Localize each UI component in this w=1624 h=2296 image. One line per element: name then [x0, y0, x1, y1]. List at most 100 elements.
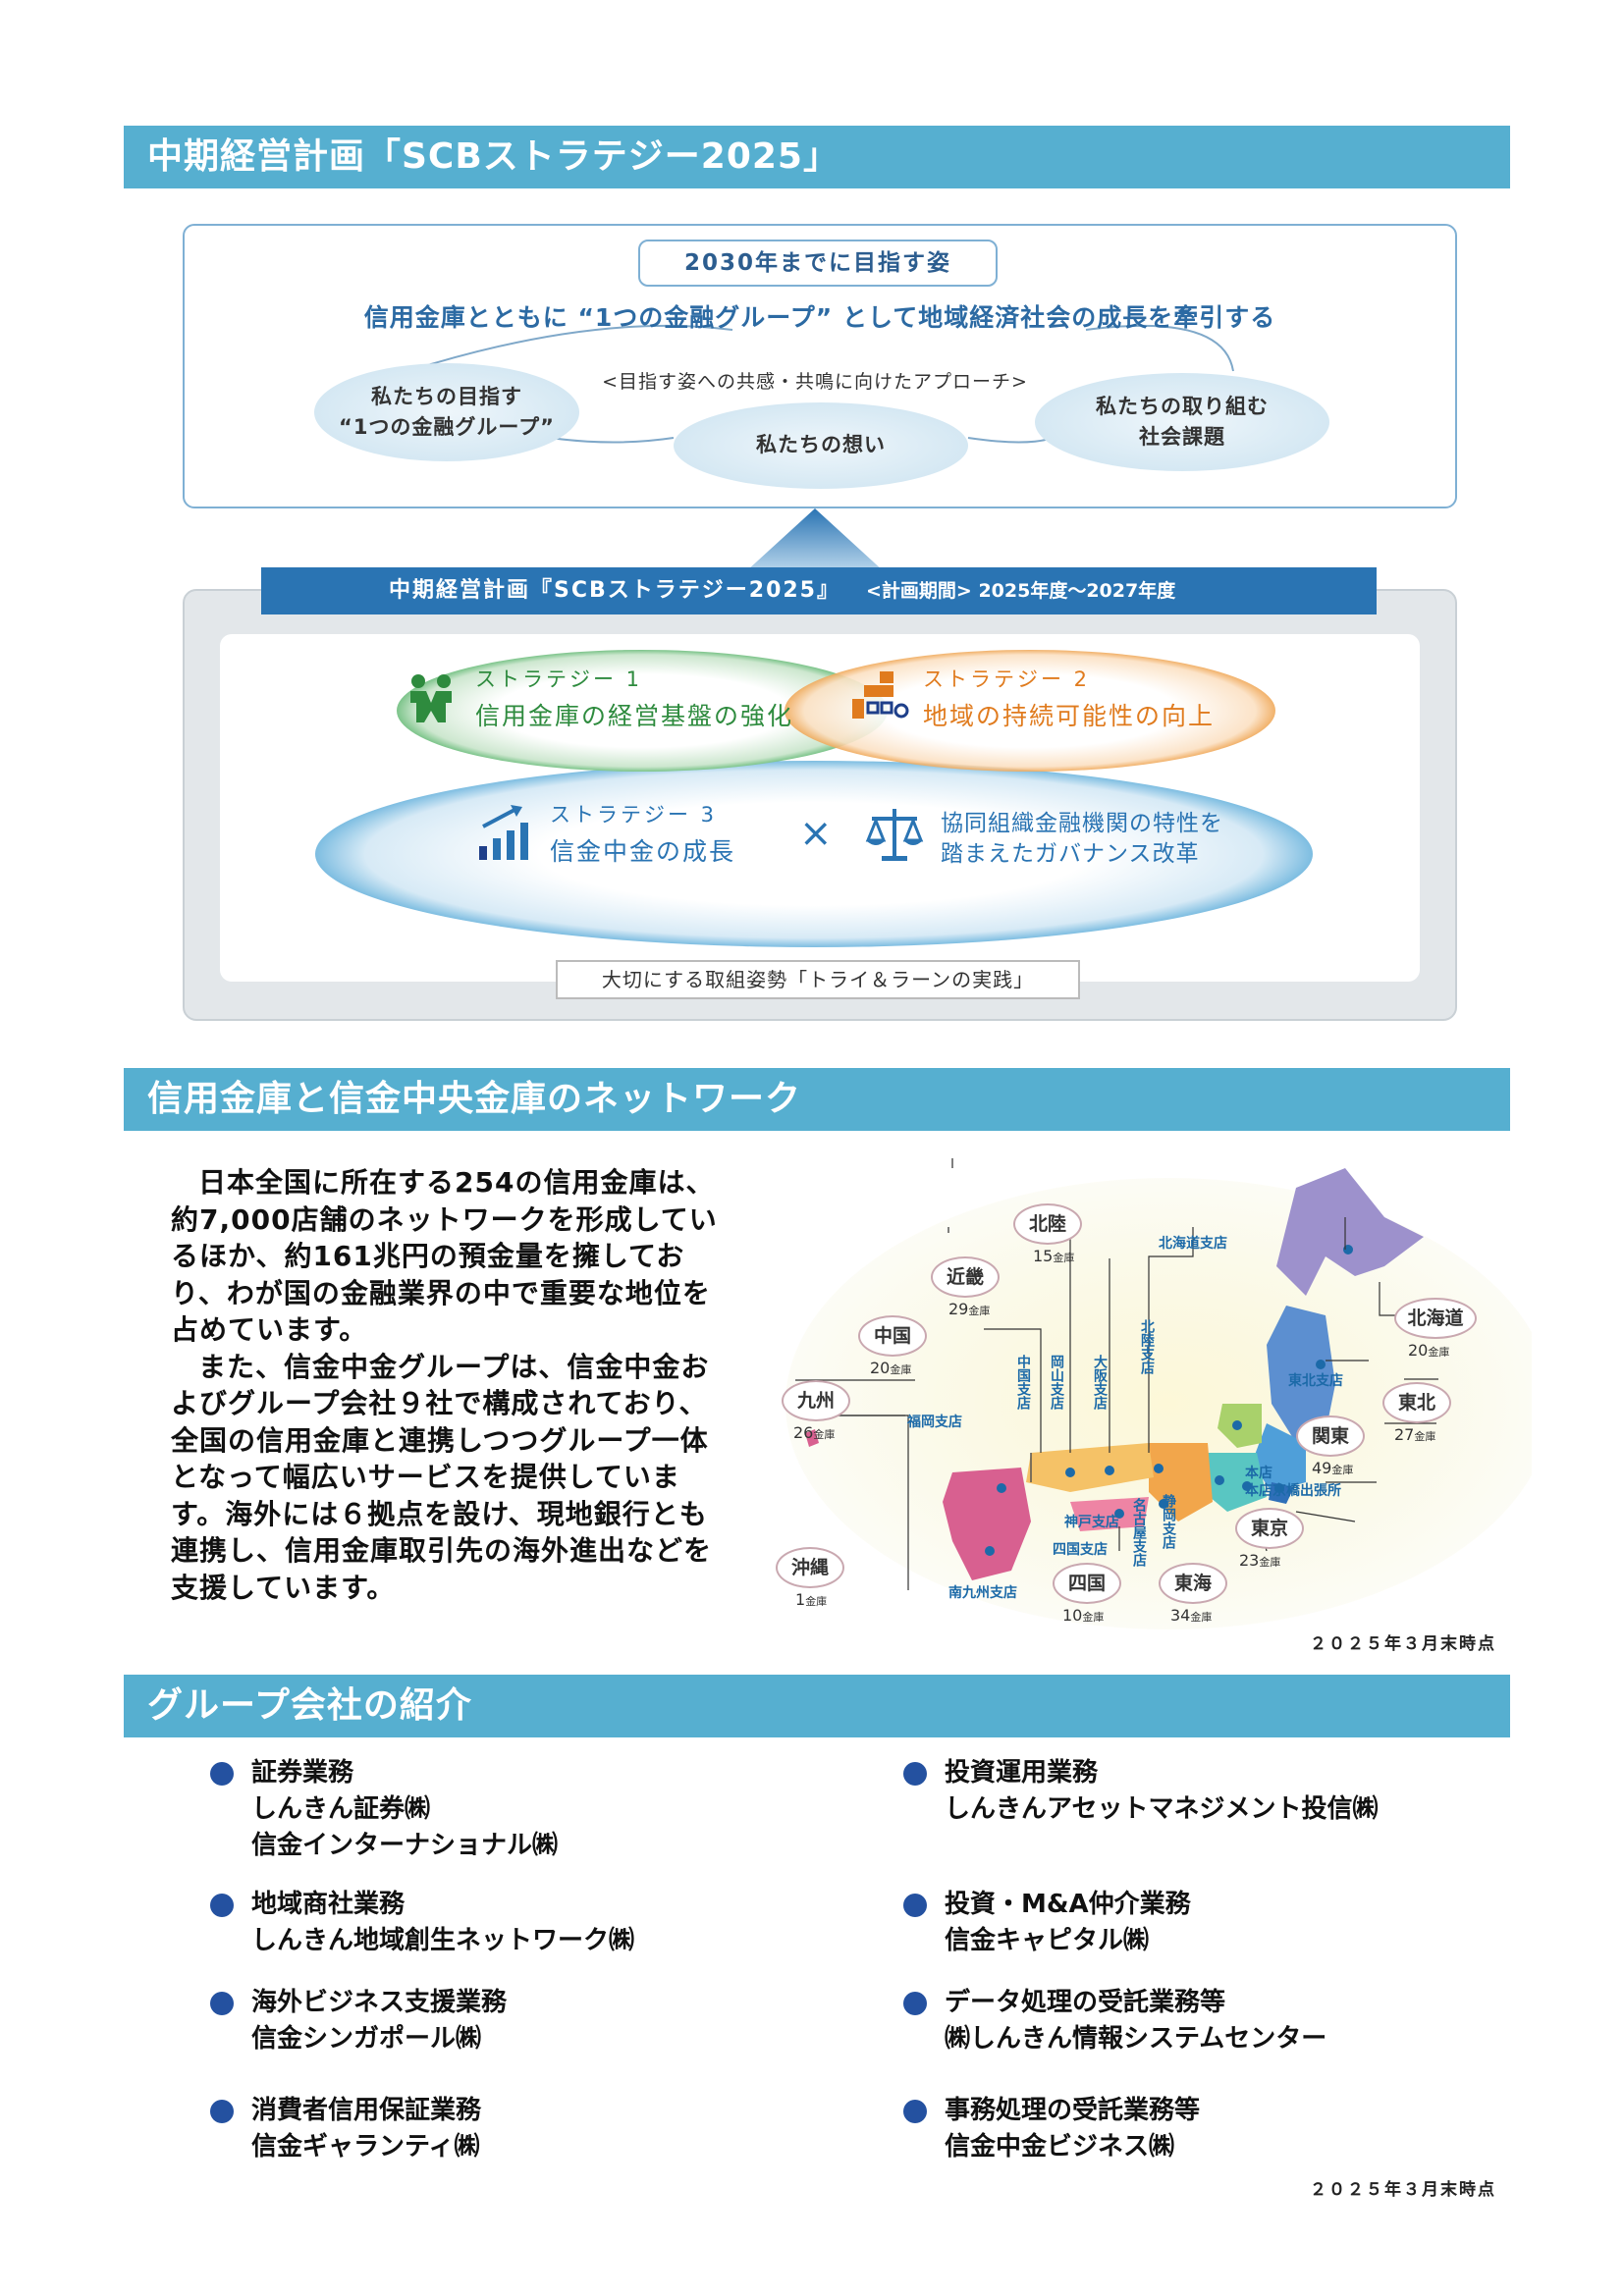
branch-fukuoka: 福岡支店 — [907, 1415, 962, 1430]
region-kanto: 関東 — [1296, 1415, 1365, 1457]
strategy1-ellipse — [397, 650, 888, 772]
kanto-shape — [1252, 1423, 1306, 1492]
bullet-icon — [210, 1992, 234, 2015]
region-hokuriku: 北陸 — [1013, 1203, 1082, 1245]
company-name: 信金キャピタル㈱ — [945, 1926, 1150, 1955]
practice-tab: 大切にする取組姿勢「トライ＆ラーンの実践」 — [556, 960, 1080, 999]
region-kinki: 近畿 — [931, 1256, 1000, 1298]
governance-text: 協同組織金融機関の特性を 踏まえたガバナンス改革 — [941, 811, 1223, 867]
company-name: 信金ギャランティ㈱ — [251, 2132, 480, 2162]
group-office-processing: 事務処理の受託業務等 信金中金ビジネス㈱ — [903, 2093, 1201, 2165]
network-paragraph-1: 日本全国に所在する254の信用金庫は、約7,000店舗のネットワークを形成してい… — [171, 1166, 718, 1346]
section-title-network: 信用金庫と信金中央金庫のネットワーク — [124, 1068, 1510, 1131]
branch-hokkaido: 北海道支店 — [1159, 1236, 1227, 1252]
network-description: 日本全国に所在する254の信用金庫は、約7,000店舗のネットワークを形成してい… — [171, 1164, 729, 1606]
region-tokai: 東海 — [1159, 1563, 1227, 1604]
chugoku-shape — [1026, 1443, 1154, 1492]
tokai-shape — [1198, 1453, 1267, 1512]
strategy-ellipses — [315, 650, 1313, 947]
count-kinki: 29金庫 — [948, 1300, 991, 1318]
strategy2-label: ストラテジー 2 — [923, 667, 1091, 691]
count-tokyo: 23金庫 — [1239, 1551, 1281, 1570]
plan-period: <計画期間> 2025年度～2027年度 — [866, 580, 1176, 602]
branch-tohoku: 東北支店 — [1288, 1373, 1343, 1389]
bullet-icon — [210, 1894, 234, 1917]
branch-minamikyushu: 南九州支店 — [948, 1585, 1017, 1601]
business-name: 事務処理の受託業務等 — [945, 2096, 1201, 2125]
company-name: しんきん地域創生ネットワーク㈱ — [251, 1926, 635, 1955]
company-name: 信金中金ビジネス㈱ — [945, 2132, 1175, 2162]
ellipse-social-issues: 私たちの取り組む 社会課題 — [1035, 373, 1329, 471]
community-icon — [852, 671, 909, 719]
region-kyushu: 九州 — [782, 1380, 850, 1421]
connector-triangle — [746, 508, 884, 571]
strategy3-label: ストラテジー 3 — [550, 803, 718, 827]
branch-kobe: 神戸支店 — [1064, 1515, 1119, 1530]
company-name: ㈱しんきん情報システムセンター — [945, 2024, 1327, 2054]
shikoku-shape — [1070, 1497, 1149, 1531]
vision-statement: 信用金庫とともに “1つの金融グループ” として地域経済社会の成長を牽引する — [363, 303, 1276, 332]
branch-honten: 本店 本店京橋出張所 — [1245, 1466, 1341, 1499]
group-overseas-support: 海外ビジネス支援業務 信金シンガポール㈱ — [210, 1985, 508, 2057]
business-name: 投資運用業務 — [945, 1758, 1099, 1788]
count-kanto: 49金庫 — [1312, 1459, 1354, 1477]
count-hokuriku: 15金庫 — [1033, 1247, 1075, 1265]
company-name: しんきん証券㈱ — [251, 1794, 431, 1824]
strategy3-ellipse — [315, 761, 1313, 947]
region-shikoku: 四国 — [1053, 1563, 1121, 1604]
business-name: 地域商社業務 — [251, 1890, 406, 1919]
vision-tab: 2030年までに目指す姿 — [638, 240, 998, 287]
branch-hokuriku: 北陸支店 — [1139, 1319, 1155, 1374]
plan-header: 中期経営計画『SCBストラテジー2025』 <計画期間> 2025年度～2027年… — [261, 567, 1377, 614]
hokkaido-shape — [1276, 1168, 1424, 1296]
section-title-group: グループ会社の紹介 — [124, 1675, 1510, 1737]
group-investment-ma: 投資・M&A仲介業務 信金キャピタル㈱ — [903, 1887, 1191, 1959]
count-shikoku: 10金庫 — [1062, 1606, 1105, 1625]
branch-osaka: 大阪支店 — [1092, 1355, 1108, 1410]
branch-okayama: 岡山支店 — [1049, 1355, 1064, 1410]
region-hokkaido: 北海道 — [1394, 1298, 1477, 1339]
growth-chart-icon — [479, 805, 528, 860]
group-securities: 証券業務 しんきん証券㈱ 信金インターナショナル㈱ — [210, 1755, 558, 1864]
region-chugoku: 中国 — [858, 1315, 927, 1357]
strategy2-ellipse — [785, 650, 1275, 772]
tohoku-shape — [1267, 1306, 1335, 1443]
bullet-icon — [210, 1762, 234, 1786]
network-as-of: ２０２５年３月末時点 — [1310, 1634, 1496, 1654]
bullet-icon — [903, 1894, 927, 1917]
count-tokai: 34金庫 — [1170, 1606, 1213, 1625]
count-chugoku: 20金庫 — [870, 1359, 912, 1377]
strategy1-text: 信用金庫の経営基盤の強化 — [475, 702, 794, 730]
section-title-mid-term-plan: 中期経営計画「SCBストラテジー2025」 — [124, 126, 1510, 188]
cross-symbol: × — [799, 811, 833, 856]
company-name: 信金シンガポール㈱ — [251, 2024, 482, 2054]
ellipse-our-thoughts: 私たちの想い — [674, 402, 968, 489]
count-hokkaido: 20金庫 — [1408, 1341, 1450, 1360]
group-data-processing: データ処理の受託業務等 ㈱しんきん情報システムセンター — [903, 1985, 1327, 2057]
bullet-icon — [903, 1762, 927, 1786]
group-regional-trading: 地域商社業務 しんきん地域創生ネットワーク㈱ — [210, 1887, 635, 1959]
plan-title: 中期経営計画『SCBストラテジー2025』 — [389, 578, 840, 603]
count-kyushu: 26金庫 — [793, 1423, 836, 1442]
bullet-icon — [903, 2100, 927, 2123]
region-okinawa: 沖縄 — [776, 1547, 844, 1588]
business-name: データ処理の受託業務等 — [945, 1988, 1226, 2017]
business-name: 証券業務 — [251, 1758, 354, 1788]
company-name: しんきんアセットマネジメント投信㈱ — [945, 1794, 1379, 1824]
branch-shikoku: 四国支店 — [1053, 1542, 1108, 1558]
okinawa-shape — [805, 1429, 819, 1447]
kyushu-shape — [943, 1468, 1031, 1580]
group-as-of: ２０２５年３月末時点 — [1310, 2180, 1496, 2200]
network-paragraph-2: また、信金中金グループは、信金中金およびグループ会社９社で構成されており、全国の… — [171, 1350, 713, 1604]
approach-label: <目指す姿への共感・共鳴に向けたアプローチ> — [602, 371, 1028, 393]
region-tohoku: 東北 — [1382, 1382, 1451, 1423]
strategy2-text: 地域の持続可能性の向上 — [923, 702, 1216, 730]
handshake-icon — [410, 674, 452, 722]
business-name: 消費者信用保証業務 — [251, 2096, 482, 2125]
strategy3-text: 信金中金の成長 — [550, 837, 736, 866]
bullet-icon — [903, 1992, 927, 2015]
group-consumer-credit: 消費者信用保証業務 信金ギャランティ㈱ — [210, 2093, 482, 2165]
business-name: 海外ビジネス支援業務 — [251, 1988, 508, 2017]
business-name: 投資・M&A仲介業務 — [945, 1890, 1191, 1919]
bullet-icon — [210, 2100, 234, 2123]
